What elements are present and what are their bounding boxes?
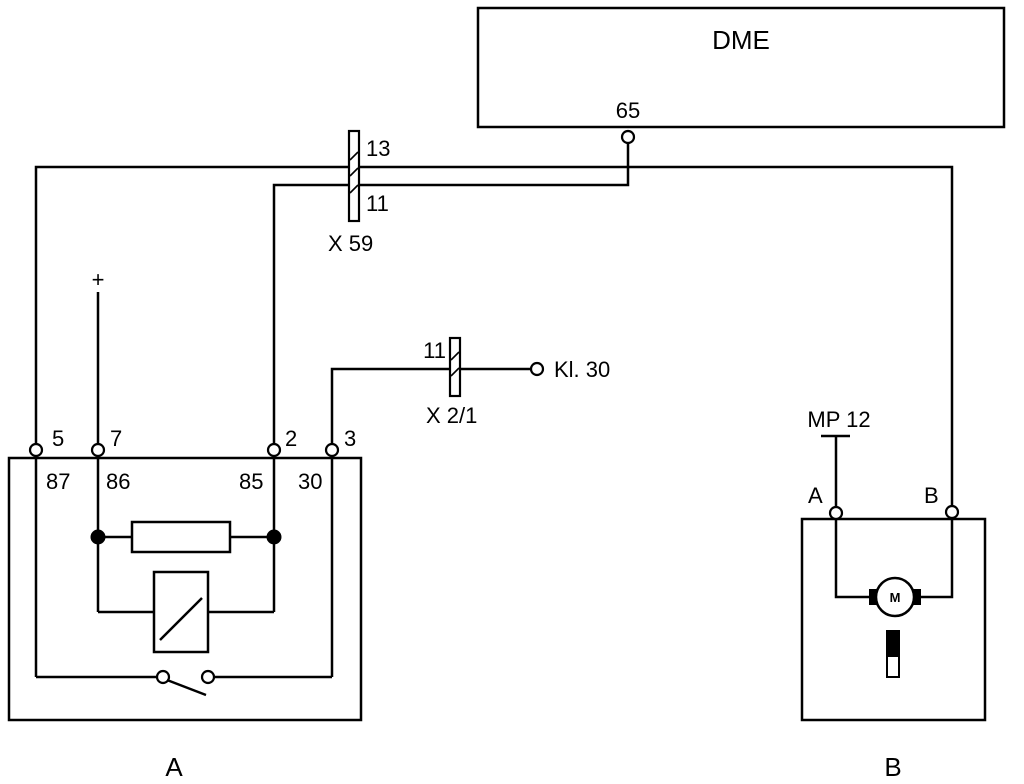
pump-b: MP 12 M A B B (800, 407, 987, 782)
relay-switch-arm (166, 678, 207, 697)
pump-b-label: B (884, 752, 901, 782)
connector-x59-pin-bottom: 11 (366, 191, 389, 216)
connector-x21: 11 X 2/1 (423, 336, 477, 428)
connector-x21-pin: 11 (423, 338, 446, 363)
relay-a-label: A (165, 752, 183, 782)
relay-pin5-label: 5 (52, 426, 64, 451)
relay-pin2-terminal (266, 442, 282, 458)
pump-internal-wire (918, 518, 954, 599)
relay-terminal-87: 87 (46, 469, 70, 494)
connector-x21-hatch (450, 367, 460, 377)
relay-resistor (130, 520, 232, 554)
pump-pinA-label: A (808, 483, 823, 508)
relay-terminal-86: 86 (106, 469, 130, 494)
wire-relay5-to-pumpB (34, 165, 954, 506)
connector-x59-hatch (349, 184, 359, 194)
relay-pin7-terminal (90, 442, 106, 458)
connector-x21-body (448, 336, 462, 398)
relay-junction-dot (90, 529, 106, 545)
relay-pin2-label: 2 (285, 426, 297, 451)
wire-relay2-to-dme65 (272, 142, 630, 444)
pump-indicator-light (886, 655, 900, 678)
pump-pinB-terminal (944, 504, 960, 520)
relay-pin3-label: 3 (344, 426, 356, 451)
motor-brush-right (913, 589, 921, 605)
connector-x21-hatch (450, 351, 460, 361)
dme-pin65-terminal (620, 129, 636, 145)
relay-pin7-label: 7 (110, 426, 122, 451)
relay-terminal-85: 85 (239, 469, 263, 494)
motor-symbol (874, 576, 916, 618)
pump-indicator-dark (886, 630, 900, 656)
motor-brush-left (869, 589, 877, 605)
dme-unit: DME 65 (476, 6, 1006, 129)
connector-x59-pin-top: 13 (366, 136, 390, 161)
dme-pin-label: 65 (616, 98, 640, 123)
connector-x59-hatch (349, 167, 359, 177)
relay-coil-diagonal (159, 597, 203, 641)
pump-internal-wire (834, 518, 872, 599)
kl30-terminal (529, 361, 545, 377)
measure-point-label: MP 12 (807, 407, 870, 432)
connector-x59-label: X 59 (328, 231, 373, 256)
relay-coil (152, 570, 210, 654)
connector-x21-label: X 2/1 (426, 403, 477, 428)
pump-pinA-terminal (828, 505, 844, 521)
connector-x59-body (347, 129, 361, 223)
connector-x59-hatch (349, 151, 359, 161)
relay-pin5-terminal (28, 442, 44, 458)
relay-terminal-30: 30 (298, 469, 322, 494)
relay-switch-contact (200, 669, 216, 685)
relay-a-box (7, 456, 363, 722)
motor-label: M (890, 590, 901, 605)
dme-title: DME (712, 25, 770, 55)
relay-pin3-terminal (324, 442, 340, 458)
pump-b-box (800, 517, 987, 722)
relay-a: 5 7 2 3 87 86 85 30 A (7, 426, 363, 782)
wire-relay3-to-kl30 (330, 367, 531, 444)
relay-junction-dot (266, 529, 282, 545)
connector-x59: 13 11 X 59 (328, 129, 390, 256)
pump-pinB-label: B (924, 483, 939, 508)
dme-box (476, 6, 1006, 129)
kl30-label: Kl. 30 (554, 357, 610, 382)
relay-switch-contact (155, 669, 171, 685)
supply-plus-label: + (92, 267, 105, 292)
